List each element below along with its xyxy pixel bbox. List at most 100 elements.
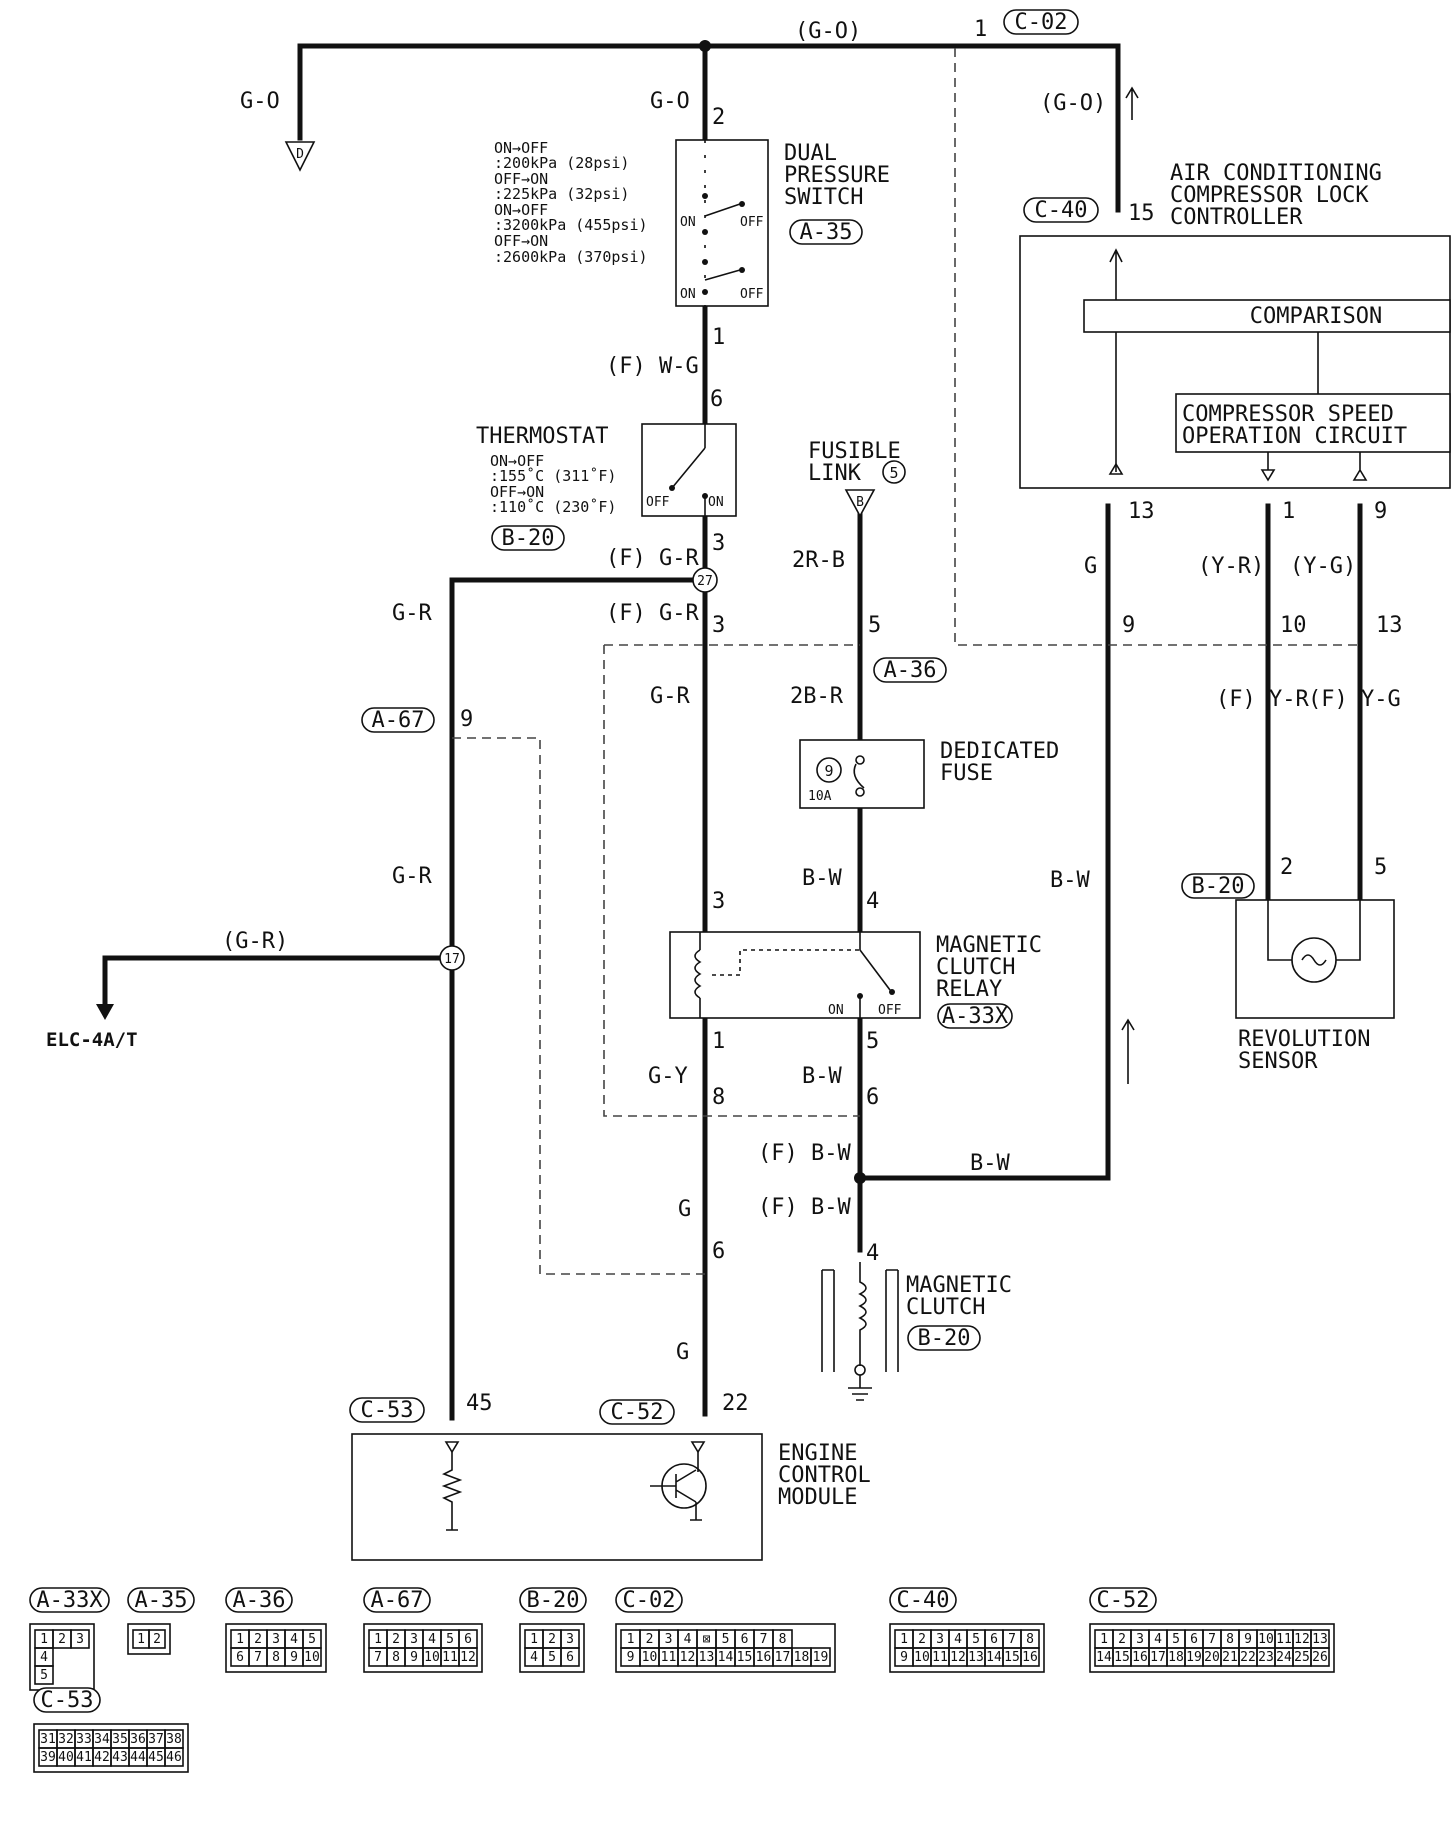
relay-title: MAGNETIC CLUTCH RELAY xyxy=(936,933,1055,1002)
ecm-title: ENGINE CONTROL MODULE xyxy=(778,1441,884,1510)
connector-pin: 2 xyxy=(918,1632,926,1647)
connector-pin: 21 xyxy=(1222,1650,1238,1665)
connector-pin: 41 xyxy=(76,1750,92,1765)
a67-tag-box xyxy=(361,707,435,733)
elc-label: ELC-4A/T xyxy=(46,1029,138,1051)
connector-label: B-20 xyxy=(527,1588,580,1613)
comparison-label: COMPARISON xyxy=(1250,304,1382,329)
wire-top-bus xyxy=(297,43,1121,213)
pin-c02-9: 9 xyxy=(1122,613,1135,638)
connector-pin: 22 xyxy=(1240,1650,1256,1665)
pin-ps-2: 2 xyxy=(712,105,725,130)
connector-pin: 34 xyxy=(94,1732,110,1747)
pin-j27-3: 3 xyxy=(712,613,725,638)
connector-pin: 10 xyxy=(1258,1632,1274,1647)
magnetic-clutch-relay: ON OFF MAGNETIC CLUTCH RELAY A-33X xyxy=(669,931,1055,1029)
connector-pin: 35 xyxy=(112,1732,128,1747)
connector-pin: 42 xyxy=(94,1750,110,1765)
controller-title: AIR CONDITIONING COMPRESSOR LOCK CONTROL… xyxy=(1170,161,1395,230)
pin-c02-1: 1 xyxy=(974,17,987,42)
connector-pin: 16 xyxy=(1132,1650,1148,1665)
connector-pin: 2 xyxy=(1118,1632,1126,1647)
wire-bw-controller xyxy=(857,503,1111,1181)
connector-label: A-36 xyxy=(233,1588,286,1613)
wire-label-gr-lower: G-R xyxy=(392,864,432,889)
connector-pin: 9 xyxy=(1244,1632,1252,1647)
pin-relay-1: 1 xyxy=(712,1029,725,1054)
connector-pin: 6 xyxy=(566,1650,574,1665)
connector-pin: 43 xyxy=(112,1750,128,1765)
connector-pin: 10 xyxy=(424,1650,440,1665)
connector-pin: 31 xyxy=(40,1732,56,1747)
connector-pin: 9 xyxy=(290,1650,298,1665)
wire-label-fgr-1: (F) G-R xyxy=(606,546,699,571)
junction-top xyxy=(699,40,711,52)
wire-label-fgr-2: (F) G-R xyxy=(606,601,699,626)
arrow-up-controller xyxy=(1125,86,1139,120)
connector-pin: 8 xyxy=(392,1650,400,1665)
pin-c52-22: 22 xyxy=(722,1391,749,1416)
pin-th-6: 6 xyxy=(710,387,723,412)
wire-label-elc: (G-R) xyxy=(222,929,288,954)
connector-pin: 15 xyxy=(1004,1650,1020,1665)
connector-pin: 2 xyxy=(153,1632,161,1647)
dp-off-1: OFF xyxy=(740,215,764,230)
connector-pin: 11 xyxy=(1276,1632,1292,1647)
ground-d: D xyxy=(284,141,316,172)
rev-conn: B-20 xyxy=(1192,874,1245,899)
compressor-lock-controller: COMPARISON COMPRESSOR SPEED OPERATION CI… xyxy=(1019,161,1451,489)
connector-pin: 19 xyxy=(1186,1650,1202,1665)
connector-pin: 45 xyxy=(148,1750,164,1765)
pin-8: 8 xyxy=(712,1085,725,1110)
c53-tag: C-53 xyxy=(361,1398,414,1423)
connector-pin: 1 xyxy=(236,1632,244,1647)
connector-pin: 14 xyxy=(718,1650,734,1665)
junction-27: 27 xyxy=(692,567,718,593)
connector-pin: 33 xyxy=(76,1732,92,1747)
pin-c40-13: 13 xyxy=(1128,499,1155,524)
connector-pin: 3 xyxy=(936,1632,944,1647)
connector-pin: 26 xyxy=(1312,1650,1328,1665)
connector-pin: 5 xyxy=(308,1632,316,1647)
connector-pin: 12 xyxy=(1294,1632,1310,1647)
connector-pin: 6 xyxy=(741,1632,749,1647)
pin-c40-15: 15 xyxy=(1128,201,1155,226)
wire-label-bw-fuse: B-W xyxy=(802,866,842,891)
connector-pin: 12 xyxy=(680,1650,696,1665)
connector-pin: 17 xyxy=(775,1650,791,1665)
junction-17-label: 17 xyxy=(444,952,460,967)
connector-pin: 36 xyxy=(130,1732,146,1747)
connector-pin: 10 xyxy=(304,1650,320,1665)
connector-pin: 12 xyxy=(950,1650,966,1665)
connector-pin: 6 xyxy=(990,1632,998,1647)
fusible-num: 5 xyxy=(889,464,898,482)
connector-pin: 8 xyxy=(1026,1632,1034,1647)
connector-pin: 6 xyxy=(1190,1632,1198,1647)
wire-label-gy: G-Y xyxy=(648,1064,688,1089)
connector-pin: 13 xyxy=(699,1650,715,1665)
connector-pin: 6 xyxy=(464,1632,472,1647)
wire-label-fyr: (F) Y-R xyxy=(1216,687,1309,712)
ground-d-label: D xyxy=(296,147,304,162)
connector-pin: 37 xyxy=(148,1732,164,1747)
connector-pin: 4 xyxy=(530,1650,538,1665)
connector-pin: 2 xyxy=(646,1632,654,1647)
connector-pin: 7 xyxy=(254,1650,262,1665)
connector-pin: 20 xyxy=(1204,1650,1220,1665)
wire-label-g-lower: G xyxy=(676,1340,689,1365)
relay-on: ON xyxy=(828,1003,844,1018)
connector-pin: 1 xyxy=(900,1632,908,1647)
fusible-title: FUSIBLE LINK xyxy=(808,439,914,486)
arrow-elc xyxy=(96,1004,114,1020)
wire-label-left-go: G-O xyxy=(240,89,280,114)
pin-relay-3: 3 xyxy=(712,889,725,914)
connector-pin: 19 xyxy=(813,1650,829,1665)
thermostat: OFF ON THERMOSTAT ON→OFF :155˚C (311˚F) … xyxy=(476,423,737,551)
fusible-link: B FUSIBLE LINK 5 xyxy=(808,439,914,518)
pin-rev-5: 5 xyxy=(1374,855,1387,880)
connector-label: A-33X xyxy=(36,1588,103,1613)
